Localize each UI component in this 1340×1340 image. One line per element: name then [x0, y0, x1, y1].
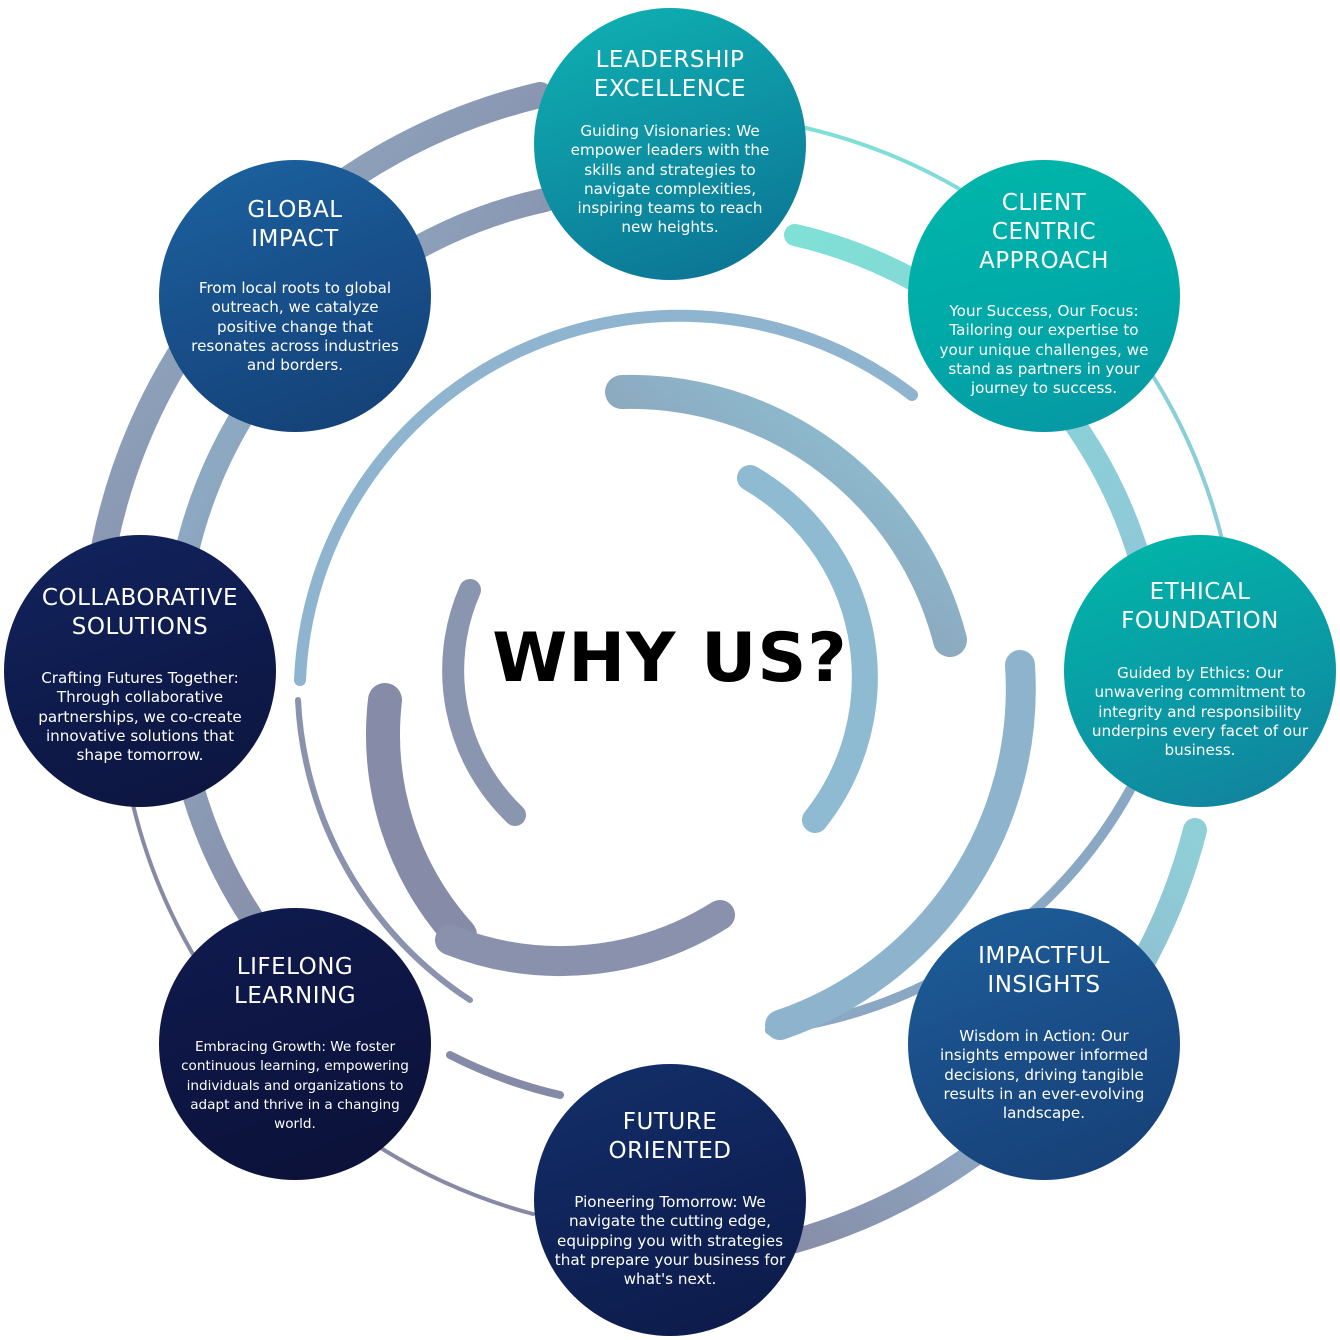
ring-inner-bottom	[435, 900, 735, 977]
ring-second-bottom	[446, 1051, 564, 1099]
ring-third-thin-lower	[295, 697, 473, 1003]
node-title: LIFELONG LEARNING	[233, 954, 357, 1009]
node-title: LEADERSHIP EXCELLENCE	[593, 47, 747, 102]
node-title: COLLABORATIVE SOLUTIONS	[41, 585, 239, 640]
node-title: IMPACTFUL INSIGHTS	[978, 943, 1110, 998]
node-description: Wisdom in Action: Our insights empower i…	[939, 1027, 1149, 1123]
node-title: ETHICAL FOUNDATION	[1121, 579, 1279, 634]
node-client-centric-approach: CLIENT CENTRIC APPROACH Your Success, Ou…	[908, 160, 1180, 432]
ring-inner-left	[366, 683, 477, 952]
node-global-impact: GLOBAL IMPACT From local roots to global…	[159, 160, 431, 432]
ring-inner-right	[765, 650, 1036, 1040]
node-impactful-insights: IMPACTFUL INSIGHTS Wisdom in Action: Our…	[908, 908, 1180, 1180]
node-future-oriented: FUTURE ORIENTED Pioneering Tomorrow: We …	[534, 1064, 806, 1336]
node-collaborative-solutions: COLLABORATIVE SOLUTIONS Crafting Futures…	[4, 535, 276, 807]
node-description: Pioneering Tomorrow: We navigate the cut…	[554, 1193, 786, 1289]
node-description: From local roots to global outreach, we …	[191, 279, 399, 375]
ring-core-right	[737, 465, 878, 833]
node-description: Crafting Futures Together: Through colla…	[38, 669, 242, 765]
node-ethical-foundation: ETHICAL FOUNDATION Guided by Ethics: Our…	[1064, 535, 1336, 807]
center-title: WHY US?	[492, 619, 848, 698]
node-leadership-excellence: LEADERSHIP EXCELLENCE Guiding Visionarie…	[534, 8, 806, 280]
node-title: CLIENT CENTRIC APPROACH	[979, 190, 1109, 274]
node-lifelong-learning: LIFELONG LEARNING Embracing Growth: We f…	[159, 908, 431, 1180]
ring-third-thin	[294, 309, 918, 686]
node-title: GLOBAL IMPACT	[247, 197, 343, 252]
node-description: Guiding Visionaries: We empower leaders …	[570, 122, 770, 237]
node-title: FUTURE ORIENTED	[608, 1109, 732, 1164]
ring-inner-top-right	[605, 374, 967, 657]
node-description: Your Success, Our Focus: Tailoring our e…	[939, 302, 1149, 398]
node-description: Guided by Ethics: Our unwavering commitm…	[1091, 664, 1309, 760]
ring-core-left	[442, 579, 526, 826]
node-description: Embracing Growth: We foster continuous l…	[181, 1039, 409, 1133]
